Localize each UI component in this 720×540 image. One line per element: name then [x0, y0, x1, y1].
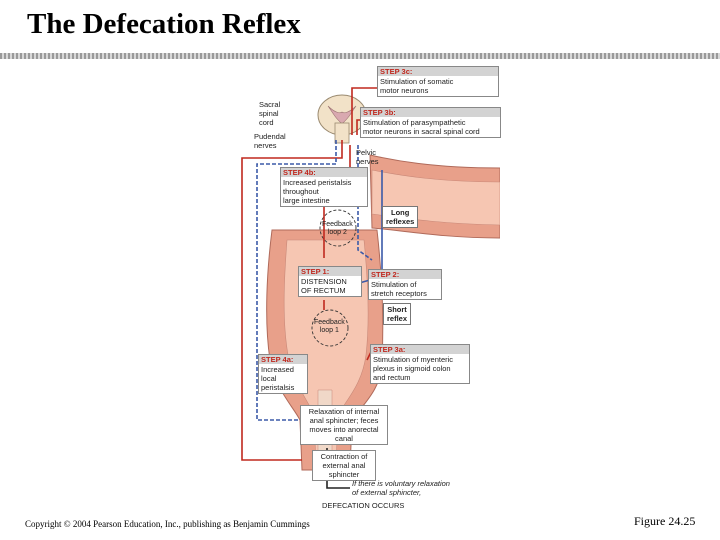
- defecation-occurs-label: DEFECATION OCCURS: [322, 501, 405, 510]
- voluntary-relaxation-note: If there is voluntary relaxation of exte…: [352, 479, 450, 497]
- slide-title: The Defecation Reflex: [27, 8, 301, 40]
- copyright-notice: Copyright © 2004 Pearson Education, Inc.…: [25, 519, 310, 529]
- step-3b-body: Stimulation of parasympathetic motor neu…: [363, 118, 480, 136]
- defecation-reflex-figure: Sacral spinal cord Pudendal nerves Pelvi…: [232, 60, 501, 515]
- sacral-spinal-cord-label: Sacral spinal cord: [259, 100, 281, 127]
- step-3c-head: STEP 3c:: [378, 67, 498, 76]
- feedback-loop-1-label: Feedback loop 1: [314, 319, 345, 334]
- step-1-head: STEP 1:: [299, 267, 361, 276]
- step-4a-head: STEP 4a:: [259, 355, 307, 364]
- feedback-loop-1-circle: [311, 309, 349, 347]
- short-reflex-label: Short reflex: [383, 303, 412, 325]
- step-3b-box: STEP 3b: Stimulation of parasympathetic …: [360, 107, 501, 138]
- feedback-loop-2-circle: [319, 209, 357, 247]
- step-2-box: STEP 2: Stimulation of stretch receptors: [368, 269, 442, 300]
- step-4b-box: STEP 4b: Increased peristalsis throughou…: [280, 167, 368, 207]
- external-sphincter-box: Contraction of external anal sphincter: [312, 450, 376, 481]
- title-divider: [0, 53, 720, 59]
- internal-sphincter-box: Relaxation of internal anal sphincter; f…: [300, 405, 388, 445]
- step-3a-head: STEP 3a:: [371, 345, 469, 354]
- pelvic-nerves-label: Pelvic nerves: [356, 148, 379, 166]
- step-1-box: STEP 1: DISTENSION OF RECTUM: [298, 266, 362, 297]
- step-3c-body: Stimulation of somatic motor neurons: [380, 77, 454, 95]
- step-3c-box: STEP 3c: Stimulation of somatic motor ne…: [377, 66, 499, 97]
- long-reflexes-label: Long reflexes: [382, 206, 419, 228]
- figure-number: Figure 24.25: [634, 514, 696, 528]
- pudendal-nerves-label: Pudendal nerves: [254, 132, 286, 150]
- step-3b-head: STEP 3b:: [361, 108, 500, 117]
- step-2-body: Stimulation of stretch receptors: [371, 280, 427, 298]
- spinal-cord-section: [317, 94, 367, 144]
- step-1-body: DISTENSION OF RECTUM: [301, 277, 347, 295]
- feedback-loop-2-label: Feedback loop 2: [322, 221, 353, 236]
- step-2-head: STEP 2:: [369, 270, 441, 279]
- step-4b-body: Increased peristalsis throughout large i…: [283, 178, 352, 205]
- step-3a-box: STEP 3a: Stimulation of myenteric plexus…: [370, 344, 470, 384]
- step-4a-body: Increased local peristalsis: [261, 365, 295, 392]
- step-4b-head: STEP 4b:: [281, 168, 367, 177]
- step-3a-body: Stimulation of myenteric plexus in sigmo…: [373, 355, 454, 382]
- step-4a-box: STEP 4a: Increased local peristalsis: [258, 354, 308, 394]
